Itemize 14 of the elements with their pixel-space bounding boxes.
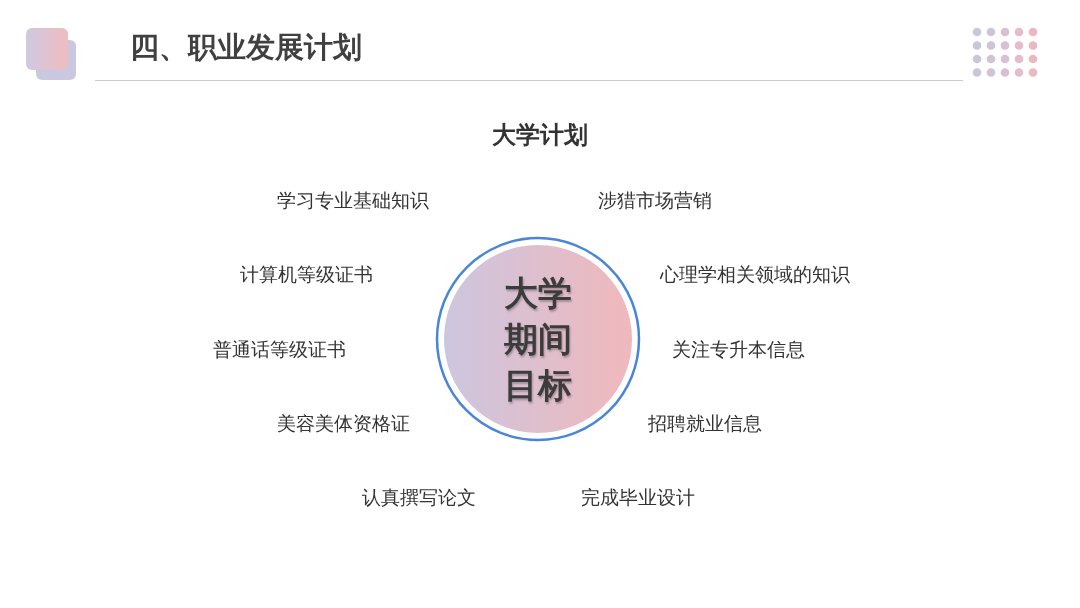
slide-title: 四、职业发展计划 xyxy=(130,30,362,65)
goal-item-text: 心理学相关领域的知识 xyxy=(660,262,850,286)
section-heading: 大学计划 xyxy=(492,120,588,150)
goal-item-text: 关注专升本信息 xyxy=(672,337,805,361)
goal-circle xyxy=(435,236,641,442)
goal-item-text: 计算机等级证书 xyxy=(240,262,373,286)
goal-item-text: 学习专业基础知识 xyxy=(277,188,429,212)
goal-item-text: 普通话等级证书 xyxy=(213,337,346,361)
goal-item-text: 美容美体资格证 xyxy=(277,411,410,435)
goal-text: 大学期间目标 xyxy=(503,272,573,407)
goal-item-text: 认真撰写论文 xyxy=(362,485,476,509)
goal-item-text: 涉猎市场营销 xyxy=(598,188,712,212)
goal-item-text: 完成毕业设计 xyxy=(581,485,695,509)
goal-item-text: 招聘就业信息 xyxy=(648,411,762,435)
